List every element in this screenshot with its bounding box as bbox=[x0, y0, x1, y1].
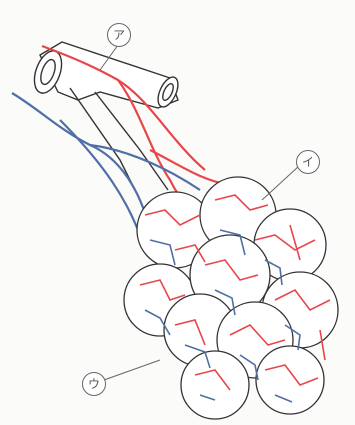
label-u: ウ bbox=[82, 372, 106, 396]
label-a: ア bbox=[107, 23, 131, 47]
label-i: イ bbox=[296, 150, 320, 174]
